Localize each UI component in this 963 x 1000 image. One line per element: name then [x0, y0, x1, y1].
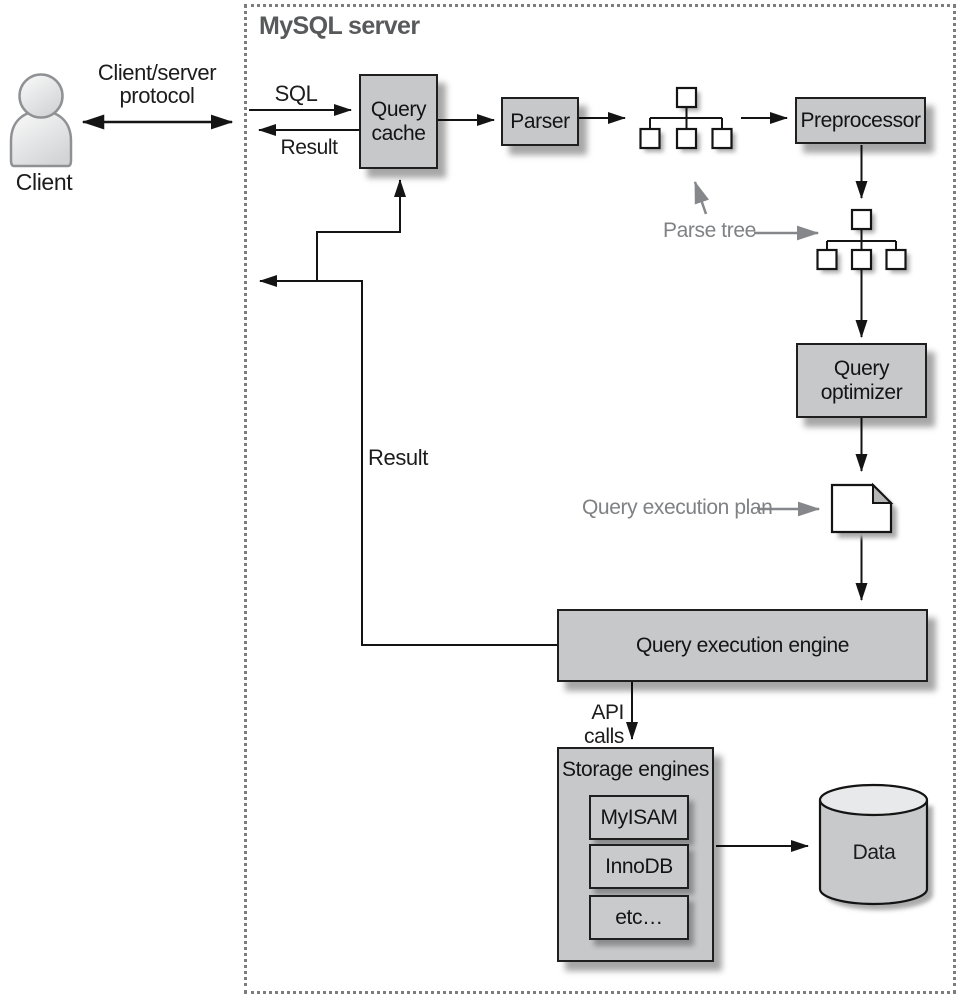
storage-engines-title: Storage engines	[562, 758, 709, 781]
data-label: Data	[852, 841, 896, 864]
parse-tree-icon-2	[816, 208, 910, 273]
parser-box: Parser	[501, 97, 579, 146]
parse-tree-icon-1	[639, 86, 736, 152]
query-execution-engine-box: Query execution engine	[557, 609, 928, 682]
query-cache-box: Query cache	[359, 74, 438, 169]
storage-engine-myisam: MyISAM	[589, 795, 689, 840]
preprocessor-box: Preprocessor	[795, 97, 926, 144]
sql-label: SQL	[274, 81, 318, 106]
storage-engine-innodb: InnoDB	[589, 844, 689, 889]
mysql-server-title: MySQL server	[259, 12, 420, 40]
query-execution-plan-document-icon	[830, 482, 897, 538]
result-top-label: Result	[280, 136, 338, 159]
storage-engine-etc: etc…	[589, 895, 689, 940]
storage-engines-box: Storage engines MyISAM InnoDB etc…	[557, 747, 714, 962]
data-cylinder-icon	[818, 783, 933, 910]
parse-tree-callout-arrow-left	[693, 180, 710, 215]
query-execution-plan-label: Query execution plan	[582, 496, 773, 519]
query-optimizer-box: Query optimizer	[796, 343, 927, 418]
client-label: Client	[15, 169, 73, 195]
result-mid-label: Result	[368, 445, 428, 470]
api-calls-label: API calls	[583, 701, 624, 748]
client-server-protocol-label: Client/server protocol	[97, 60, 217, 109]
result-to-query-cache-branch	[316, 179, 406, 281]
client-person-icon	[9, 73, 73, 168]
mysql-server-boundary	[244, 4, 956, 994]
result-feedback-path	[259, 275, 557, 646]
parse-tree-label: Parse tree	[663, 219, 756, 242]
